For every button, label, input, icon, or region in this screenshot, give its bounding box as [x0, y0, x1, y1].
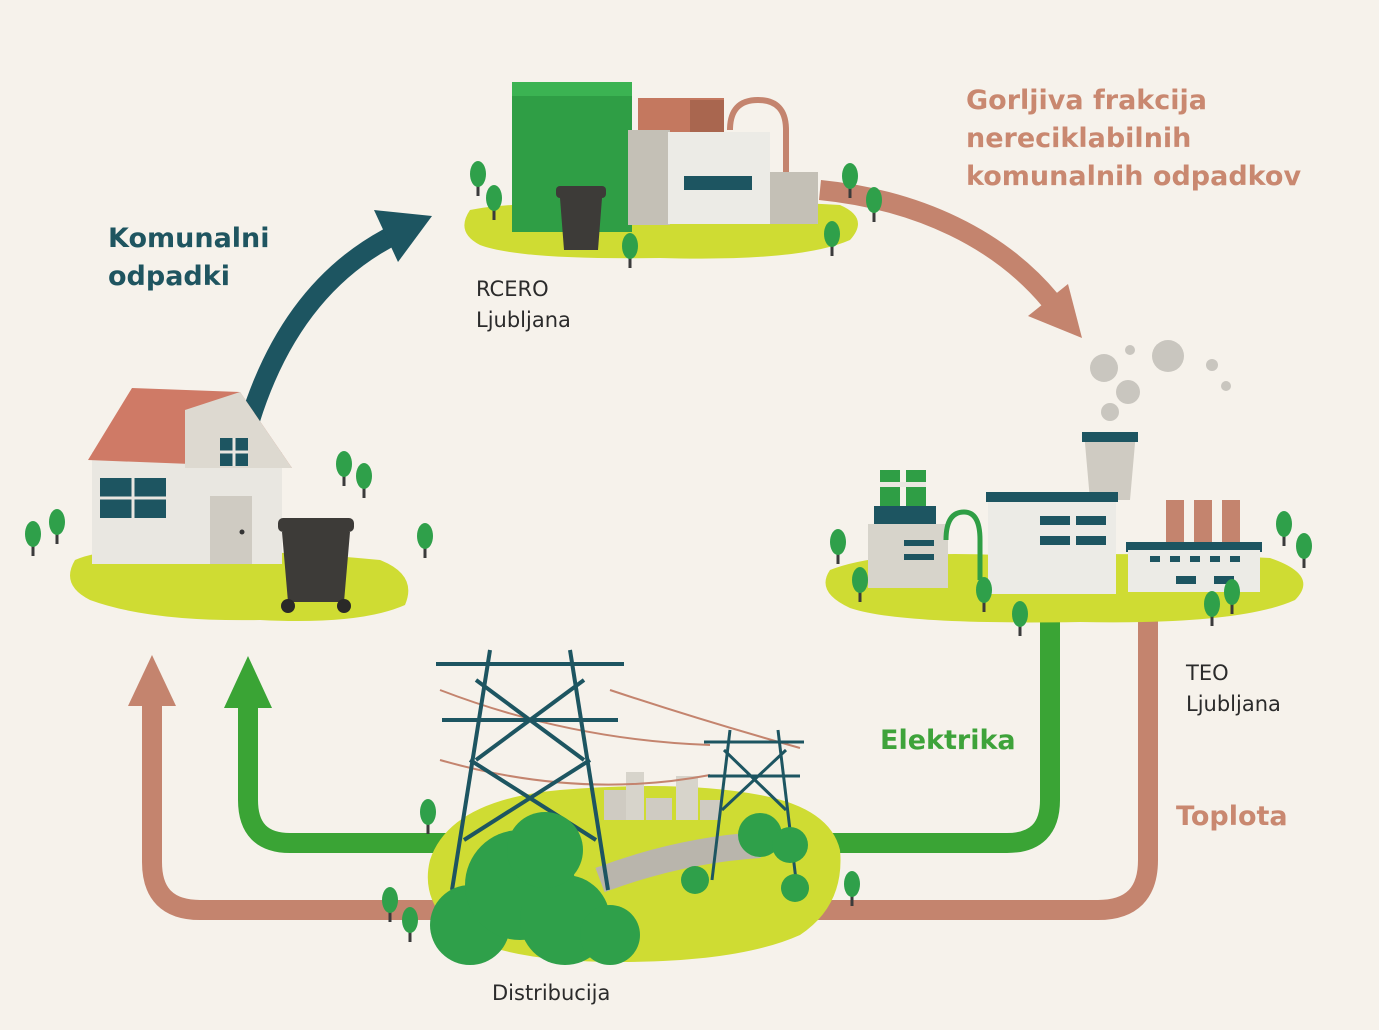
house-illustration: [70, 388, 409, 621]
place-teo: TEO Ljubljana: [1186, 658, 1281, 720]
label-waste-line-2: odpadki: [108, 261, 230, 292]
waste-bin-house: [278, 518, 354, 613]
place-teo-line-2: Ljubljana: [1186, 692, 1281, 716]
place-rcero-line-2: Ljubljana: [476, 308, 571, 332]
label-electricity: Elektrika: [880, 725, 1016, 756]
label-fraction-line-3: komunalnih odpadkov: [966, 161, 1302, 192]
fraction-arrow: [819, 180, 1082, 338]
label-waste: Komunalni odpadki: [108, 220, 270, 296]
teo-plant-illustration: [825, 340, 1304, 623]
place-distribution: Distribucija: [492, 981, 611, 1005]
waste-arrow: [240, 210, 432, 423]
distribution-illustration: [427, 649, 841, 965]
waste-bin-rcero: [556, 186, 606, 250]
rcero-facility-illustration: [464, 82, 858, 259]
label-fraction-line-1: Gorljiva frakcija: [966, 85, 1207, 116]
label-waste-line-1: Komunalni: [108, 223, 270, 254]
place-teo-line-1: TEO: [1186, 661, 1229, 685]
label-fraction: Gorljiva frakcija nereciklabilnih komuna…: [966, 82, 1301, 196]
label-fraction-line-2: nereciklabilnih: [966, 123, 1192, 154]
label-heat: Toplota: [1176, 801, 1288, 832]
place-rcero-line-1: RCERO: [476, 277, 549, 301]
place-rcero: RCERO Ljubljana: [476, 274, 571, 336]
